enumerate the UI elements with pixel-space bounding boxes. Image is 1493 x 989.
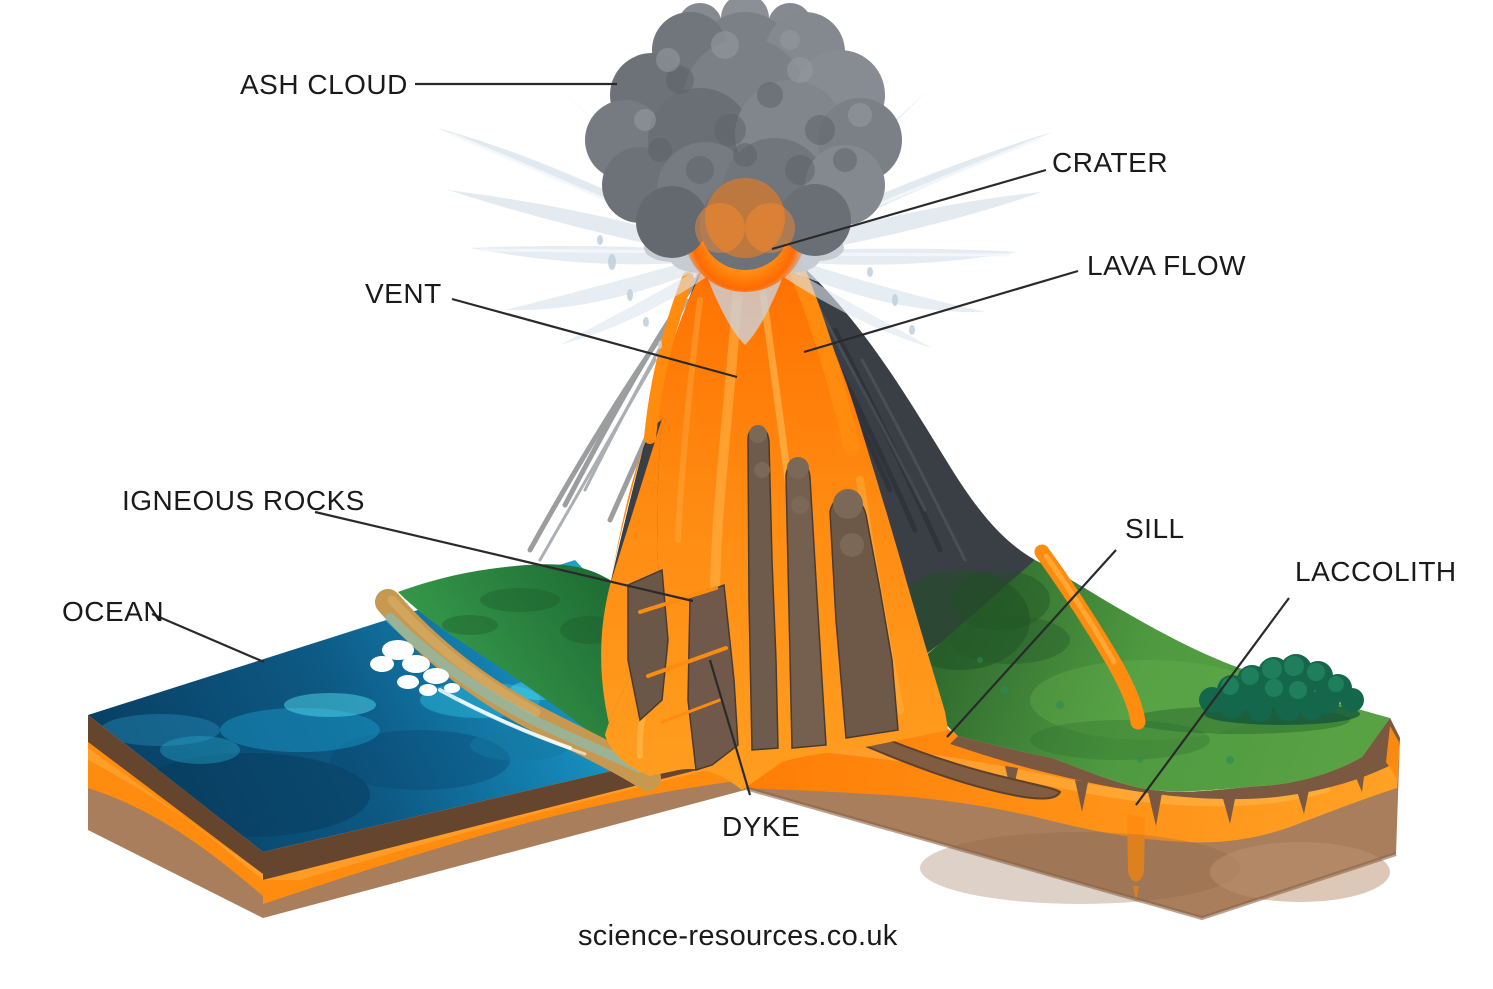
lava-flow-line xyxy=(803,269,1079,354)
ash-cloud-illustration xyxy=(585,0,902,292)
grass-plain xyxy=(912,560,1390,792)
sill-line xyxy=(946,549,1117,738)
basement-shading xyxy=(920,832,1240,904)
label-vent: VENT xyxy=(365,278,442,309)
label-igneous-rocks: IGNEOUS ROCKS xyxy=(122,485,365,516)
thin-dyke-veins xyxy=(638,586,728,724)
beach xyxy=(375,589,661,791)
label-ocean: OCEAN xyxy=(62,596,165,627)
dyke-vein xyxy=(1127,814,1145,902)
label-crater: CRATER xyxy=(1052,147,1169,178)
basement-light xyxy=(1210,842,1390,902)
block-bottom-edge xyxy=(744,786,1397,921)
shallow-water xyxy=(385,613,645,773)
label-ash-cloud: ASH CLOUD xyxy=(240,69,408,100)
left-strata-face xyxy=(88,715,263,918)
dyke-line xyxy=(708,659,752,796)
laccolith-line xyxy=(1135,597,1290,806)
label-laccolith: LACCOLITH xyxy=(1295,556,1457,587)
leader-lines xyxy=(151,82,1290,806)
watermark-text: science-resources.co.uk xyxy=(578,920,898,952)
igneous-columns xyxy=(627,425,899,771)
crater-line xyxy=(771,168,1047,251)
ash-cloud-glow xyxy=(695,178,795,258)
label-dyke: DYKE xyxy=(722,811,801,842)
label-sill: SILL xyxy=(1125,513,1185,544)
steam-droplets xyxy=(597,235,915,349)
igneous-rocks-line xyxy=(314,510,694,603)
vent-line xyxy=(451,297,738,379)
surf-foam xyxy=(370,640,587,756)
right-face-lava xyxy=(1386,726,1399,780)
tree-cluster xyxy=(1199,654,1364,725)
label-lava-flow: LAVA FLOW xyxy=(1087,250,1247,281)
ocean-line xyxy=(151,612,265,664)
land-block xyxy=(744,560,1400,921)
